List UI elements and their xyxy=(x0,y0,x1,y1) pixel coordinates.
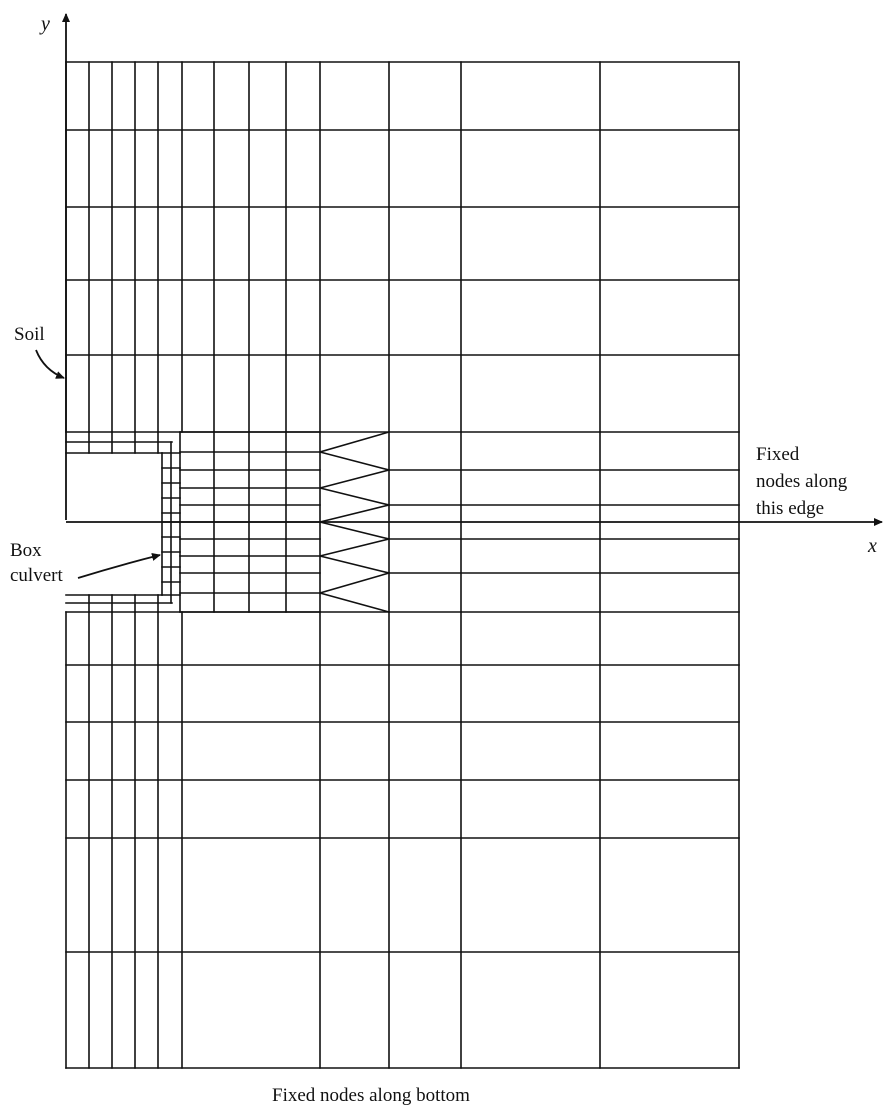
culvert-leader-arrow xyxy=(77,553,161,579)
mesh-transition-triangle xyxy=(317,572,390,613)
box-culvert-label-line2: culvert xyxy=(10,565,63,586)
fixed-edge-label-line3: this edge xyxy=(756,498,824,519)
mesh-transition-triangle xyxy=(319,538,390,574)
x-axis-label: x xyxy=(867,535,877,557)
soil-leader-arrow xyxy=(35,349,65,379)
mesh-transition-triangle xyxy=(319,469,390,506)
box-culvert-label-line1: Box xyxy=(10,540,42,561)
finite-element-mesh xyxy=(65,61,740,1069)
y-axis-label: y xyxy=(39,13,50,35)
mesh-transition-triangle xyxy=(316,431,390,471)
fixed-edge-label-line1: Fixed xyxy=(756,444,800,465)
fixed-bottom-label: Fixed nodes along bottom xyxy=(272,1085,470,1106)
soil-label: Soil xyxy=(14,324,45,345)
fixed-edge-label-line2: nodes along xyxy=(756,471,848,492)
